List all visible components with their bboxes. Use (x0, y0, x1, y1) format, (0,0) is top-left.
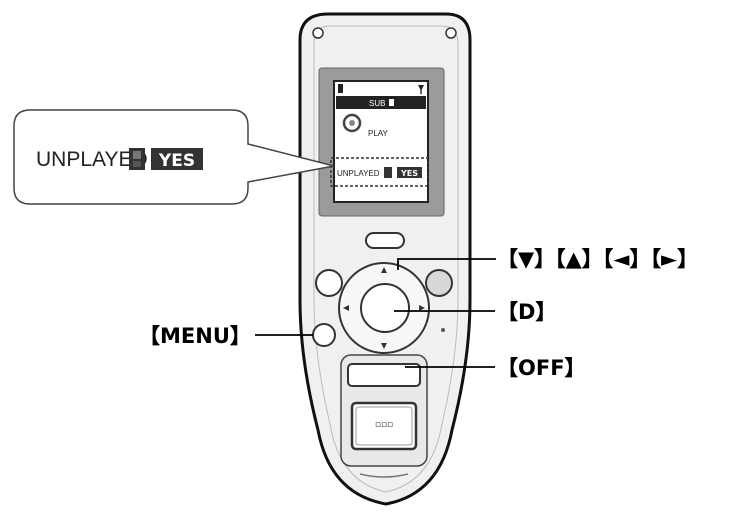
nav-left-icon (343, 305, 349, 311)
leader-lines (255, 258, 496, 368)
navigator-label: 【▼】【▲】【◄】【►】 (497, 247, 698, 271)
callout-bubble: UNPLAYED YES (13, 109, 335, 205)
screen-value-badge (397, 167, 422, 178)
off-button-label: 【OFF】 (497, 356, 586, 380)
keypad-button[interactable] (350, 401, 418, 451)
d-center-button[interactable] (360, 283, 410, 333)
handset-small-icon (389, 99, 394, 106)
top-oval-button[interactable] (365, 232, 405, 249)
screen-mode-text: SUB (369, 99, 385, 108)
bottom-groove (359, 473, 409, 478)
nav-right-icon (419, 305, 425, 311)
callout-value-badge (151, 148, 203, 170)
screw-right-icon (445, 27, 457, 39)
keypad-button-text: ▫▫▫ (375, 420, 393, 430)
control-area: ▫▫▫ (312, 232, 453, 478)
battery-icon (338, 84, 343, 93)
screen-status-text: UNPLAYED (337, 169, 380, 178)
antenna-icon (418, 85, 424, 94)
navigator-leader (397, 258, 496, 270)
screen-value-text: YES (400, 169, 418, 178)
play-disc-icon (342, 113, 362, 133)
menu-button-label: 【MENU】 (139, 324, 251, 348)
d-button-label: 【D】 (497, 300, 556, 324)
screen-play-text: PLAY (368, 129, 389, 138)
nav-up-icon (381, 267, 387, 273)
screen-mailbox-icon (384, 167, 392, 178)
callout-status-text: UNPLAYED (36, 148, 148, 171)
right-soft-button[interactable] (425, 269, 453, 297)
nav-down-icon (381, 343, 387, 349)
menu-button[interactable] (312, 323, 336, 347)
off-button[interactable] (347, 363, 421, 387)
screw-left-icon (312, 27, 324, 39)
microphone-dot-icon (441, 328, 445, 332)
highlight-box (330, 157, 429, 187)
callout-value-text: YES (158, 151, 195, 171)
left-soft-button[interactable] (315, 269, 343, 297)
screen-mode-bar (336, 96, 426, 109)
display-panel: SUB PLAY UNPLAYED YES (318, 67, 445, 217)
